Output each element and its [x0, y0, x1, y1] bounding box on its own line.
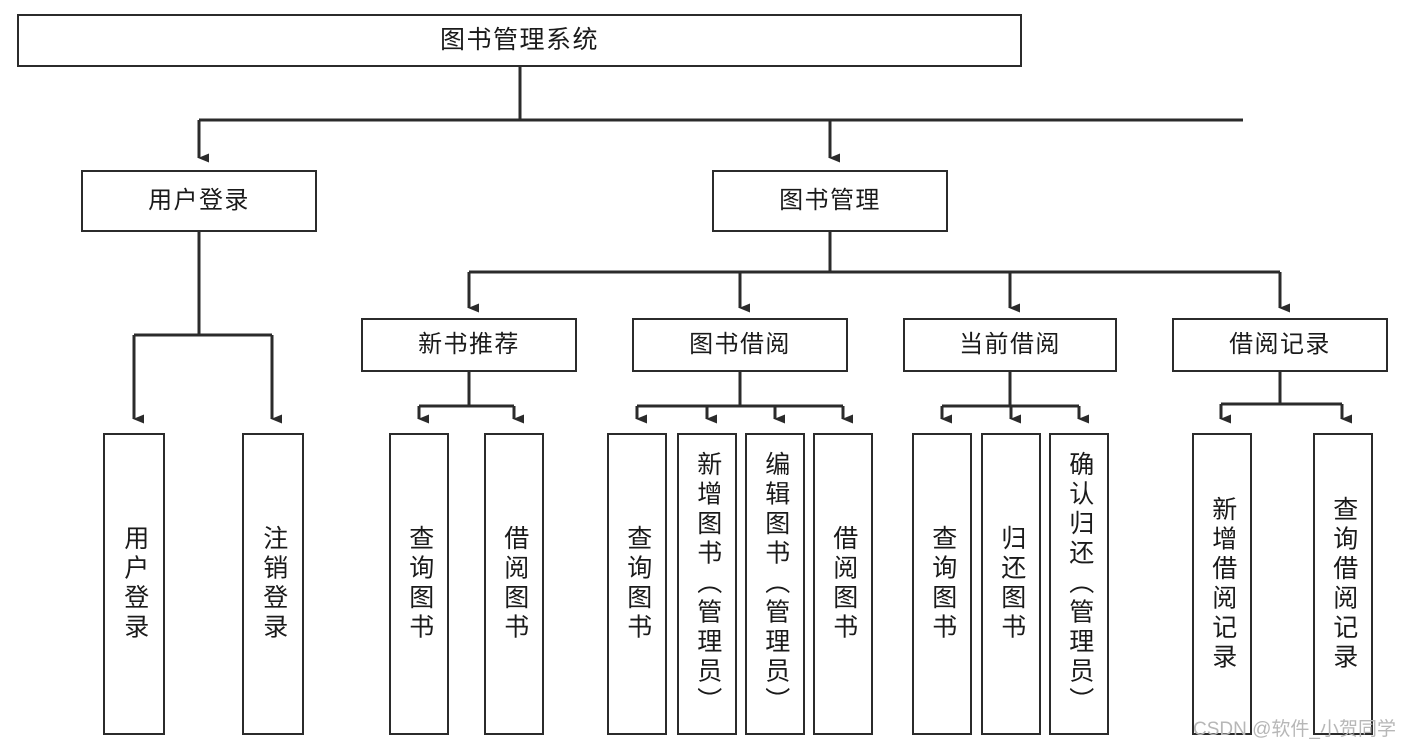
leaf-current-borrow-query[interactable]: 查询图书	[912, 433, 972, 735]
leaf-new-book-query[interactable]: 查询图书	[389, 433, 449, 735]
leaf-borrow-record-query[interactable]: 查询借阅记录	[1313, 433, 1373, 735]
node-label: 图书管理系统	[439, 25, 599, 54]
node-label: 借阅记录	[1229, 330, 1331, 358]
leaf-borrow-record-add[interactable]: 新增借阅记录	[1192, 433, 1252, 735]
node-current-borrowing[interactable]: 当前借阅	[903, 318, 1117, 372]
leaf-book-borrow-edit-book-admin[interactable]: 编辑图书（管理员）	[745, 433, 805, 735]
leaf-book-borrow-query[interactable]: 查询图书	[607, 433, 667, 735]
leaf-user-login-login[interactable]: 用户登录	[103, 433, 165, 735]
node-label: 查询图书	[405, 525, 434, 643]
node-label: 借阅图书	[829, 525, 858, 643]
node-label: 查询借阅记录	[1329, 495, 1358, 673]
leaf-new-book-borrow[interactable]: 借阅图书	[484, 433, 544, 735]
node-root-library-system[interactable]: 图书管理系统	[17, 14, 1022, 67]
node-label: 图书借阅	[689, 330, 791, 358]
node-book-management[interactable]: 图书管理	[712, 170, 948, 232]
node-book-borrowing[interactable]: 图书借阅	[632, 318, 848, 372]
leaf-user-login-logout[interactable]: 注销登录	[242, 433, 304, 735]
node-label: 当前借阅	[959, 330, 1061, 358]
node-label: 查询图书	[623, 525, 652, 643]
node-label: 用户登录	[148, 186, 250, 214]
node-label: 用户登录	[120, 525, 149, 643]
leaf-current-borrow-return[interactable]: 归还图书	[981, 433, 1041, 735]
leaf-book-borrow-borrow-book[interactable]: 借阅图书	[813, 433, 873, 735]
csdn-watermark: CSDN @软件_小贺同学	[1193, 719, 1396, 740]
node-label: 编辑图书（管理员）	[761, 451, 790, 717]
node-user-login[interactable]: 用户登录	[81, 170, 317, 232]
node-new-book-recommendation[interactable]: 新书推荐	[361, 318, 577, 372]
leaf-current-borrow-confirm-return-admin[interactable]: 确认归还（管理员）	[1049, 433, 1109, 735]
node-label: 新增借阅记录	[1208, 495, 1237, 673]
node-label: 确认归还（管理员）	[1065, 451, 1094, 717]
node-label: 注销登录	[259, 525, 288, 643]
leaf-book-borrow-add-book-admin[interactable]: 新增图书（管理员）	[677, 433, 737, 735]
node-label: 图书管理	[779, 186, 881, 214]
node-label: 查询图书	[928, 525, 957, 643]
node-borrowing-record[interactable]: 借阅记录	[1172, 318, 1388, 372]
node-label: 归还图书	[997, 525, 1026, 643]
node-label: 新增图书（管理员）	[693, 451, 722, 717]
node-label: 借阅图书	[500, 525, 529, 643]
node-label: 新书推荐	[418, 330, 520, 358]
